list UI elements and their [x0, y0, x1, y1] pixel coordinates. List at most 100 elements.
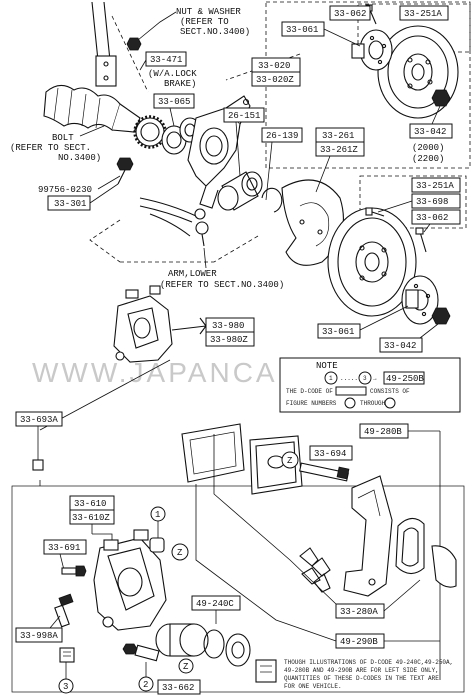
code-box-26-139: 26-139 — [261, 127, 303, 143]
note-line2-b: THROUGH — [360, 400, 386, 407]
knuckle-group-outline — [89, 15, 301, 263]
svg-text:33-061: 33-061 — [322, 327, 354, 337]
note-title: NOTE — [316, 361, 338, 371]
svg-text:33-062: 33-062 — [334, 9, 366, 19]
dust-cover — [281, 179, 344, 266]
caliper-body — [93, 529, 167, 631]
brake-pad-outer — [249, 435, 303, 495]
snap-ring — [261, 187, 283, 213]
code-box-33-261: 33-261 33-261Z — [315, 127, 365, 157]
rotor-screw-mid — [365, 207, 385, 217]
caliper-assembly-small — [113, 285, 173, 363]
rotor-mid-group-outline — [359, 175, 467, 229]
lower-arm — [139, 197, 209, 247]
svg-text:49-240C: 49-240C — [196, 599, 234, 609]
caliper-bracket — [343, 475, 393, 597]
brake-pad-inner — [395, 517, 425, 575]
note-box: NOTE 1 ..... 3 → 49-250B THE D-CODE OF C… — [279, 357, 461, 413]
callout-nut-washer: NUT & WASHER — [176, 7, 241, 17]
callout-arm-lower: ARM,LOWER — [168, 269, 217, 279]
code-box-26-151: 26-151 — [223, 107, 265, 123]
code-box-49-240c: 49-240C — [191, 595, 241, 611]
pad-clips — [299, 547, 331, 593]
svg-text:1: 1 — [155, 510, 160, 520]
bleeder-screw — [61, 565, 87, 577]
arrow-to-33-980 — [171, 317, 208, 335]
hub-rotor-inner-outline — [357, 3, 471, 53]
marker-z-2 — [171, 543, 189, 561]
code-box-top-33-251a: 33-251A — [399, 5, 449, 21]
svg-text:3: 3 — [63, 682, 68, 692]
svg-text:33-693A: 33-693A — [20, 415, 58, 425]
svg-text:33-261Z: 33-261Z — [320, 145, 358, 155]
pad-shim-inner — [431, 545, 457, 588]
caliper-boot-small — [149, 537, 165, 553]
code-box-33-280a: 33-280A — [335, 603, 385, 619]
code-box-mid-33-062: 33-062 — [411, 209, 461, 225]
svg-text:33-694: 33-694 — [314, 449, 346, 459]
callout-nut-washer-ref1: (REFER TO — [180, 17, 229, 27]
footnote-line-3: QUANTITIES OF THESE D-CODES IN THE TEXT … — [284, 675, 439, 682]
callout-bolt-ref2: NO.3400) — [58, 153, 101, 163]
svg-text:→: → — [373, 375, 377, 382]
note-line1-a: THE D-CODE OF — [286, 388, 333, 395]
svg-text:33-020Z: 33-020Z — [256, 75, 294, 85]
svg-text:33-251A: 33-251A — [416, 181, 454, 191]
code-box-33-691: 33-691 — [43, 539, 87, 555]
svg-text:.....: ..... — [340, 375, 358, 382]
code-box-33-693a: 33-693A — [15, 411, 63, 427]
steering-knuckle — [187, 95, 251, 209]
code-box-33-471: 33-471 — [145, 51, 187, 67]
code-box-top-33-062: 33-062 — [329, 5, 371, 21]
svg-text:33-662: 33-662 — [162, 683, 194, 693]
code-box-99756-0230: 99756-0230 — [38, 185, 92, 195]
svg-text:33-061: 33-061 — [286, 25, 318, 35]
callout-bolt-ref1: (REFER TO SECT. — [10, 143, 91, 153]
code-box-33-610: 33-610 33-610Z — [69, 495, 115, 525]
svg-text:33-691: 33-691 — [48, 543, 80, 553]
code-box-33-301: 33-301 — [47, 195, 91, 211]
anti-squeal-shim — [181, 423, 245, 483]
pad-wear-plate — [59, 647, 75, 663]
note-marker-3: 3 — [363, 375, 367, 382]
svg-text:33-280A: 33-280A — [340, 607, 378, 617]
note-line2-a: FIGURE NUMBERS — [286, 400, 337, 407]
svg-text:33-698: 33-698 — [416, 197, 448, 207]
drive-shaft-boot — [43, 84, 141, 133]
marker-z-3 — [178, 658, 194, 674]
svg-text:33-610Z: 33-610Z — [72, 513, 110, 523]
year-note-2200: (2200) — [412, 154, 444, 164]
svg-text:33-610: 33-610 — [74, 499, 106, 509]
piston-boot — [225, 633, 251, 667]
svg-text:33-042: 33-042 — [384, 341, 416, 351]
code-box-33-065: 33-065 — [153, 93, 195, 109]
code-box-33-998a: 33-998A — [15, 627, 63, 643]
code-box-49-290b: 49-290B — [335, 633, 385, 649]
hub-nut-top — [431, 89, 451, 107]
svg-text:33-980Z: 33-980Z — [210, 335, 248, 345]
svg-text:33-020: 33-020 — [258, 61, 290, 71]
svg-text:99756-0230: 99756-0230 — [38, 185, 92, 195]
callout-arm-lower-ref: (REFER TO SECT.NO.3400) — [160, 280, 284, 290]
piston-seal — [203, 629, 225, 659]
code-box-top-33-061: 33-061 — [281, 21, 325, 37]
code-box-33-020: 33-020 33-020Z — [251, 57, 301, 87]
svg-text:26-151: 26-151 — [228, 111, 260, 121]
svg-text:49-280B: 49-280B — [364, 427, 402, 437]
guide-pin — [299, 462, 350, 482]
svg-text:49-290B: 49-290B — [340, 637, 378, 647]
nut-washer-icon — [126, 37, 142, 51]
callout-nut-washer-ref2: SECT.NO.3400) — [180, 27, 250, 37]
caliper-exploded-outline — [11, 485, 465, 693]
footnote-line-4: FOR ONE VEHICLE. — [284, 683, 342, 690]
code-box-mid-33-061: 33-061 — [317, 323, 361, 339]
abs-tone-ring — [133, 115, 167, 149]
year-note-2000: (2000) — [412, 143, 444, 153]
knuckle-bolt — [116, 157, 134, 185]
wheel-bearing — [217, 171, 263, 211]
callout-wa-lock-brake-2: BRAKE) — [164, 79, 196, 89]
note-marker-1: 1 — [329, 375, 333, 382]
svg-text:2: 2 — [143, 680, 148, 690]
svg-text:33-261: 33-261 — [322, 131, 354, 141]
